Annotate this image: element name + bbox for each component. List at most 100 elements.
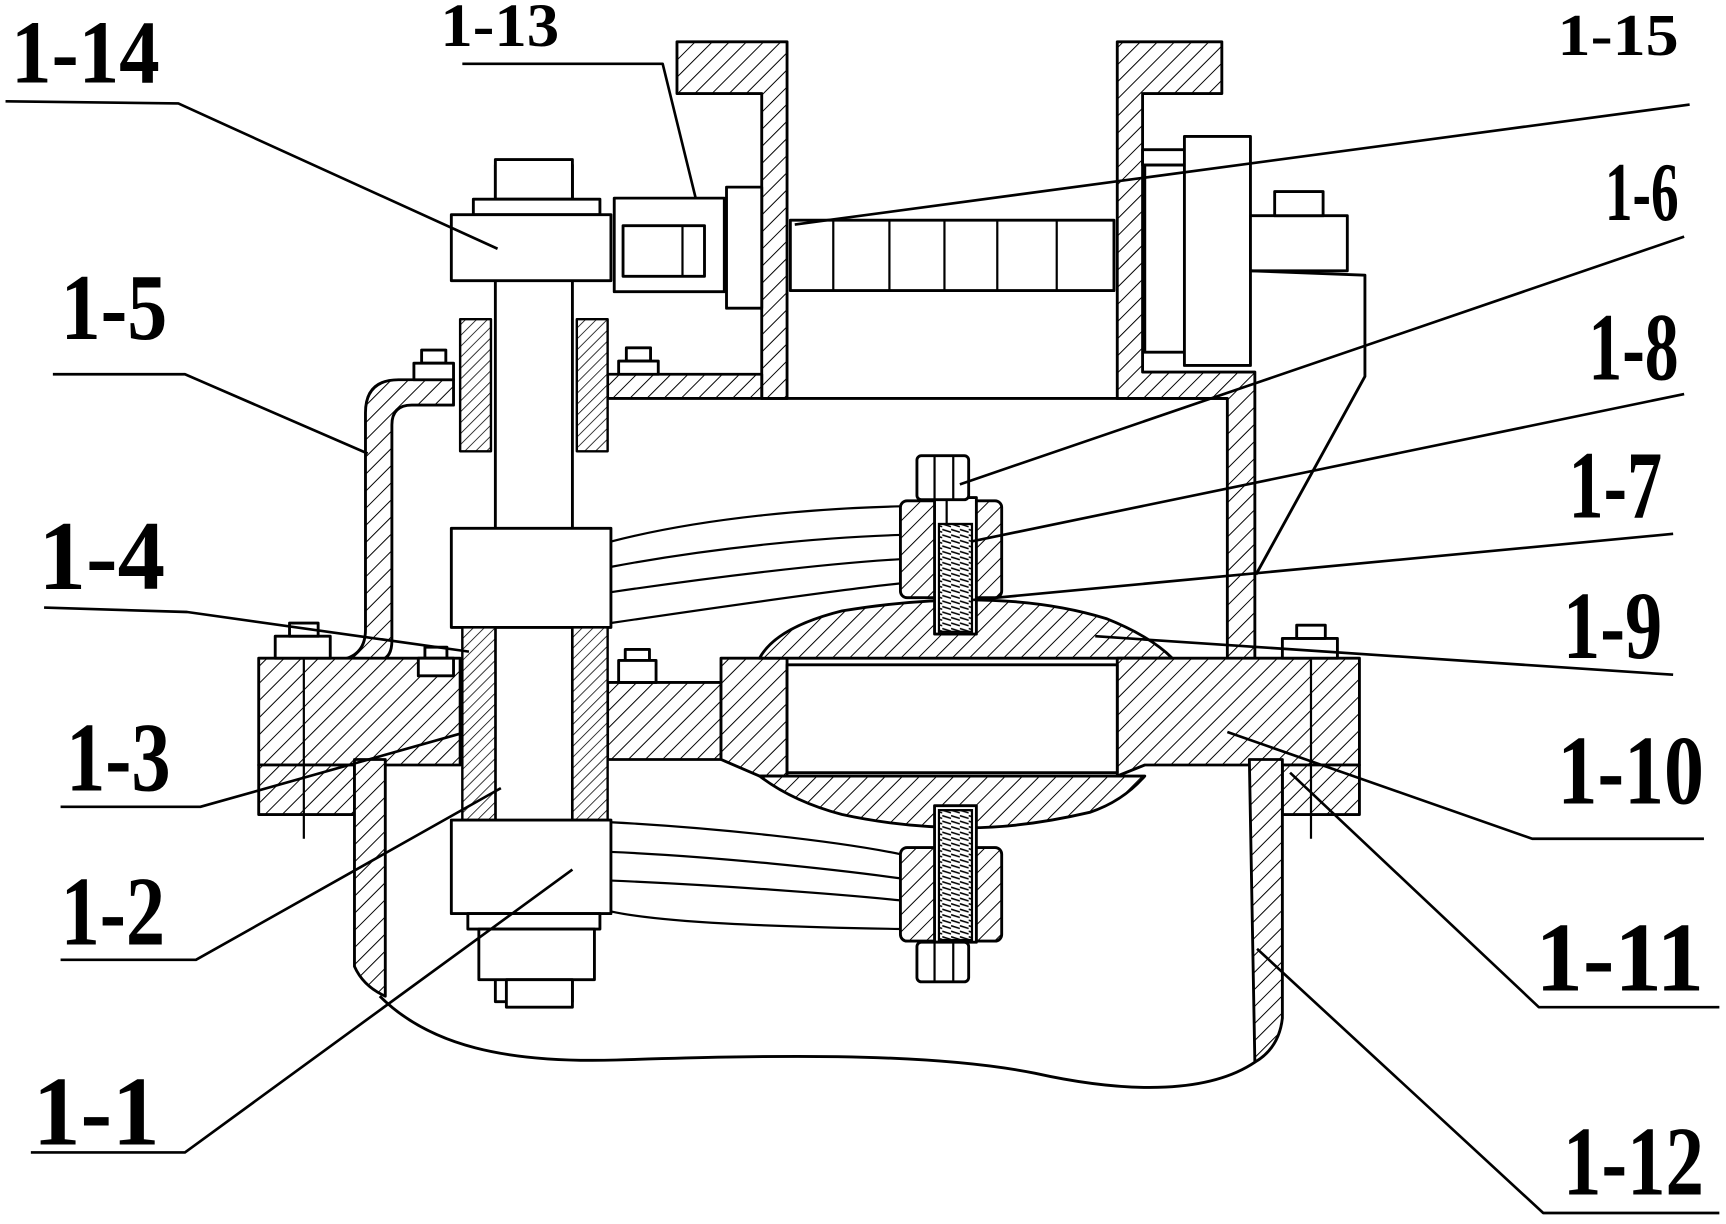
flange-right-lower-lip xyxy=(1280,763,1361,816)
middle-collar xyxy=(449,526,613,629)
bolt-head xyxy=(617,659,658,684)
lower-bolt-head xyxy=(915,940,971,984)
upper-seal-right xyxy=(575,317,609,453)
side-pipe xyxy=(334,378,455,662)
bolt-head xyxy=(617,359,660,376)
bolt-head xyxy=(273,634,332,660)
leader-1-10 xyxy=(1226,730,1704,841)
upper-pipe xyxy=(606,40,1257,662)
arm-line xyxy=(610,505,901,543)
leader-1-6 xyxy=(959,235,1685,486)
arm-line xyxy=(610,850,901,880)
leader-1-14 xyxy=(5,99,499,250)
coupling-plate xyxy=(725,185,764,310)
bolt-cap xyxy=(1295,623,1327,640)
callout-1-6: 1-6 xyxy=(1605,146,1679,239)
coupling-block xyxy=(612,185,764,310)
leader-1-7 xyxy=(972,532,1674,602)
flange-left-lower-lip xyxy=(257,763,356,816)
leader-1-1 xyxy=(30,868,574,1154)
callout-1-2: 1-2 xyxy=(61,857,166,966)
leader-1-3 xyxy=(60,731,463,809)
leader-1-5 xyxy=(52,372,369,455)
roller-body xyxy=(788,218,1116,293)
callout-1-15: 1-15 xyxy=(1558,2,1679,68)
upper-crank-arm xyxy=(610,505,901,625)
callout-1-7: 1-7 xyxy=(1569,431,1663,538)
actuator-arm xyxy=(1249,214,1349,273)
hub-left xyxy=(719,656,789,778)
leader-1-11 xyxy=(1289,771,1720,1009)
arm-line xyxy=(610,821,901,856)
shaft-assembly xyxy=(449,158,613,1009)
break-line xyxy=(378,995,1256,1089)
leader-1-8 xyxy=(970,392,1685,543)
lower-sleeve-left xyxy=(461,626,497,822)
bolt-cap xyxy=(623,647,651,662)
callout-1-5: 1-5 xyxy=(61,256,168,360)
upper-bolt-head xyxy=(915,454,971,502)
leader-lines xyxy=(5,62,1720,1215)
lower-spring-unit xyxy=(898,804,1004,984)
cover-bolt-left xyxy=(412,348,455,382)
bottom-washer xyxy=(466,912,602,931)
coupling-inner xyxy=(621,224,706,278)
flange-center-strip xyxy=(606,681,723,761)
bottom-nut xyxy=(477,927,596,982)
callout-1-10: 1-10 xyxy=(1558,717,1704,826)
leader-1-13 xyxy=(462,62,697,199)
arm-line xyxy=(610,910,901,931)
lower-flange-assembly xyxy=(257,598,1361,830)
bolt-head xyxy=(416,656,455,678)
leader-1-12 xyxy=(1256,947,1720,1215)
upper-spring xyxy=(937,522,974,633)
lower-spring xyxy=(937,809,974,942)
leader-1-15 xyxy=(794,103,1690,226)
arm-line xyxy=(610,879,901,902)
callout-labels: 1-14 1-13 1-15 1-5 1-6 1-8 1-7 1-4 1-9 1… xyxy=(11,0,1704,1216)
callout-1-9: 1-9 xyxy=(1563,572,1662,679)
bolt-head xyxy=(412,361,455,382)
callout-1-3: 1-3 xyxy=(66,703,171,812)
bolt-cap xyxy=(624,346,652,363)
actuator-nut xyxy=(1273,190,1325,218)
roller xyxy=(788,218,1116,293)
shaft-top-end xyxy=(493,158,574,201)
lower-crank-arm xyxy=(610,821,901,931)
lower-vessel-right-wall xyxy=(1247,758,1284,1064)
actuator-link xyxy=(1141,148,1189,167)
lower-vessel-left-wall xyxy=(353,758,387,998)
callout-1-11: 1-11 xyxy=(1536,904,1704,1013)
arm-line xyxy=(610,558,901,594)
seal-bolt-left xyxy=(416,645,455,678)
callout-1-4: 1-4 xyxy=(39,502,166,611)
hub-bore xyxy=(785,663,1119,775)
callout-1-13: 1-13 xyxy=(440,0,559,60)
cover-bolt-right xyxy=(617,346,660,376)
actuator-inner-plate xyxy=(1143,163,1187,354)
actuator-body xyxy=(1182,135,1252,367)
arm-line xyxy=(610,582,901,625)
lower-sleeve-right xyxy=(571,626,609,822)
chamber-top-cover xyxy=(606,372,764,400)
right-actuator xyxy=(1141,135,1367,576)
leader-1-2 xyxy=(60,786,502,962)
lower-vessel xyxy=(353,758,1284,1089)
callout-1-1: 1-1 xyxy=(33,1058,160,1167)
callout-1-14: 1-14 xyxy=(11,3,160,103)
arm-line xyxy=(610,533,901,568)
leader-1-4 xyxy=(44,606,470,653)
upper-spring-unit xyxy=(898,454,1004,636)
seal-bolt-right xyxy=(617,647,658,684)
callout-1-8: 1-8 xyxy=(1588,294,1678,401)
leader-1-9 xyxy=(1095,634,1674,677)
bottom-collar xyxy=(449,818,613,916)
bolt-cap xyxy=(420,348,448,365)
flange-bolt-left xyxy=(273,621,332,839)
top-washer xyxy=(471,197,602,217)
bottom-bolt-end xyxy=(504,978,574,1009)
flange-right xyxy=(1115,656,1361,778)
callout-1-12: 1-12 xyxy=(1563,1107,1704,1216)
top-collar xyxy=(449,213,613,283)
